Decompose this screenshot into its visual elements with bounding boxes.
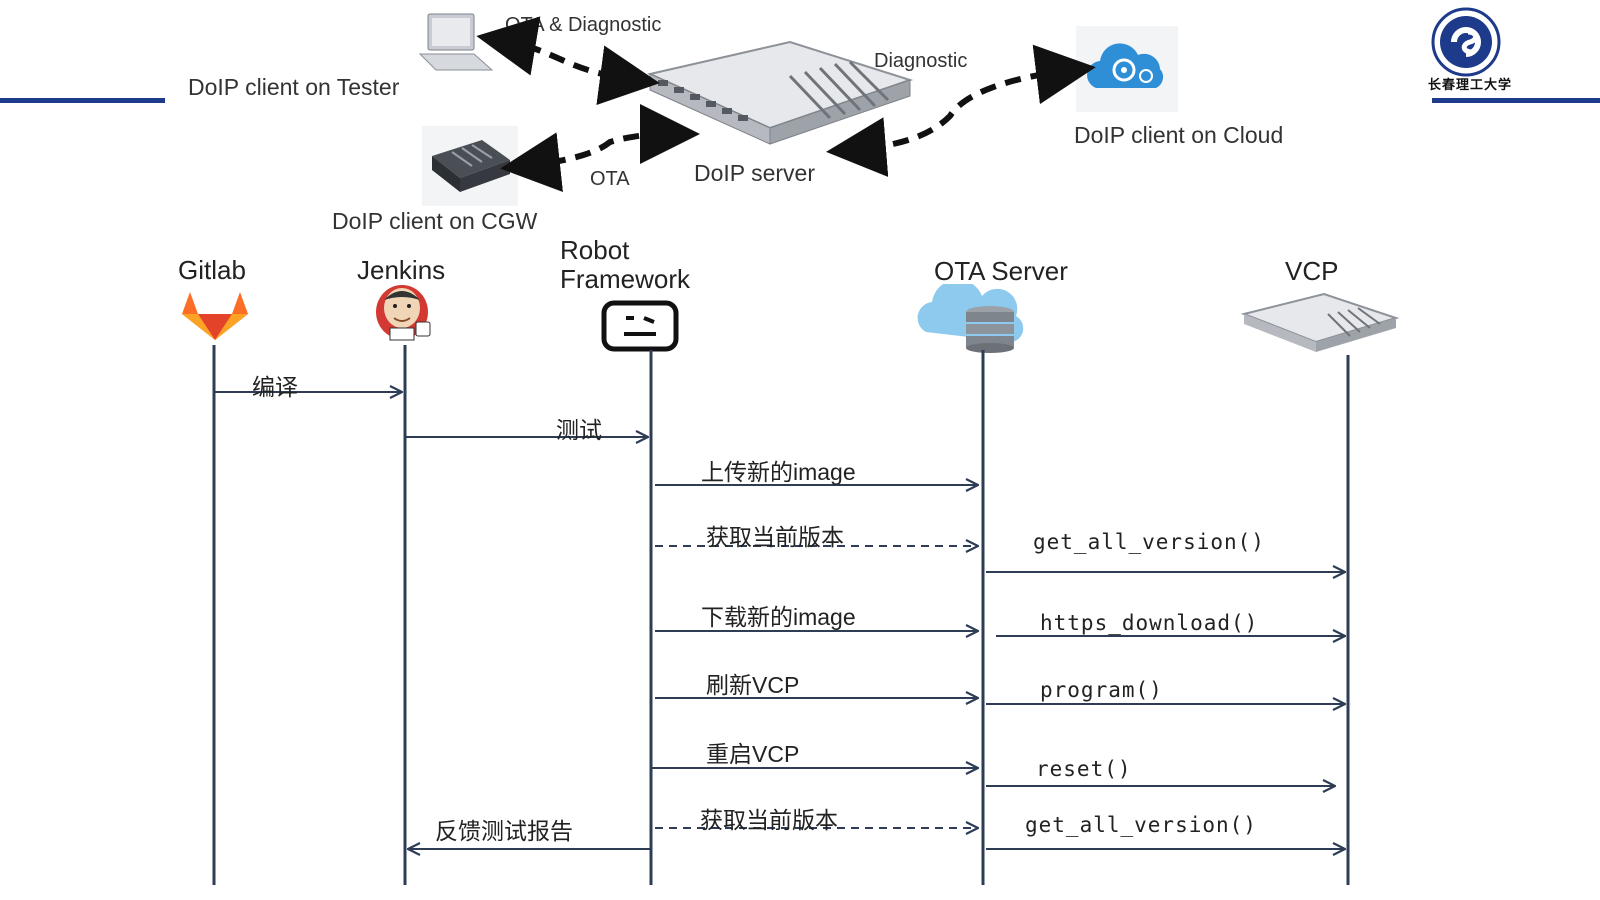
msg-get-version-2: 获取当前版本 (700, 807, 838, 833)
msg-get-all-version-2: get_all_version() (1025, 813, 1257, 837)
msg-report: 反馈测试报告 (435, 818, 573, 844)
topology-links (476, 16, 1096, 192)
actor-robot-label: Robot Framework (560, 235, 691, 294)
tester-label: DoIP client on Tester (188, 74, 400, 100)
msg-reset: reset() (1036, 757, 1132, 781)
msg-upload-image: 上传新的image (701, 459, 856, 485)
university-seal-icon (1431, 7, 1501, 77)
header-bar-right (1432, 98, 1600, 103)
jenkins-icon (368, 282, 438, 344)
msg-test: 测试 (556, 417, 602, 443)
ecu-device-icon (1240, 290, 1400, 358)
laptop-icon (416, 12, 496, 74)
actor-ota-server-label: OTA Server (934, 256, 1068, 286)
university-name: 长春理工大学 (1428, 78, 1513, 93)
actor-jenkins-label: Jenkins (357, 255, 446, 285)
msg-program: program() (1040, 678, 1163, 702)
cgw-label: DoIP client on CGW (332, 208, 538, 234)
actor-vcp-label: VCP (1285, 256, 1339, 286)
msg-get-all-version-1: get_all_version() (1033, 530, 1265, 554)
university-logo: 长春理工大学 (1428, 6, 1511, 98)
msg-get-version-1: 获取当前版本 (706, 524, 844, 550)
msg-reboot-vcp: 重启VCP (706, 741, 800, 767)
robot-framework-icon (600, 300, 680, 352)
gitlab-icon (178, 290, 252, 342)
msg-compile: 编译 (252, 374, 298, 400)
server-label: DoIP server (694, 160, 816, 186)
msg-download-image: 下载新的image (701, 604, 856, 630)
msg-https-download: https_download() (1040, 611, 1259, 635)
link-cloud-arrow (826, 44, 1096, 178)
cloud-label: DoIP client on Cloud (1074, 122, 1284, 148)
actor-gitlab-label: Gitlab (178, 255, 246, 285)
header-bar-left (0, 98, 165, 103)
link-cgw-arrow (500, 104, 700, 192)
link-tester-arrow (476, 16, 660, 106)
cloud-server-icon (912, 279, 1036, 354)
msg-flash-vcp: 刷新VCP (706, 672, 800, 698)
